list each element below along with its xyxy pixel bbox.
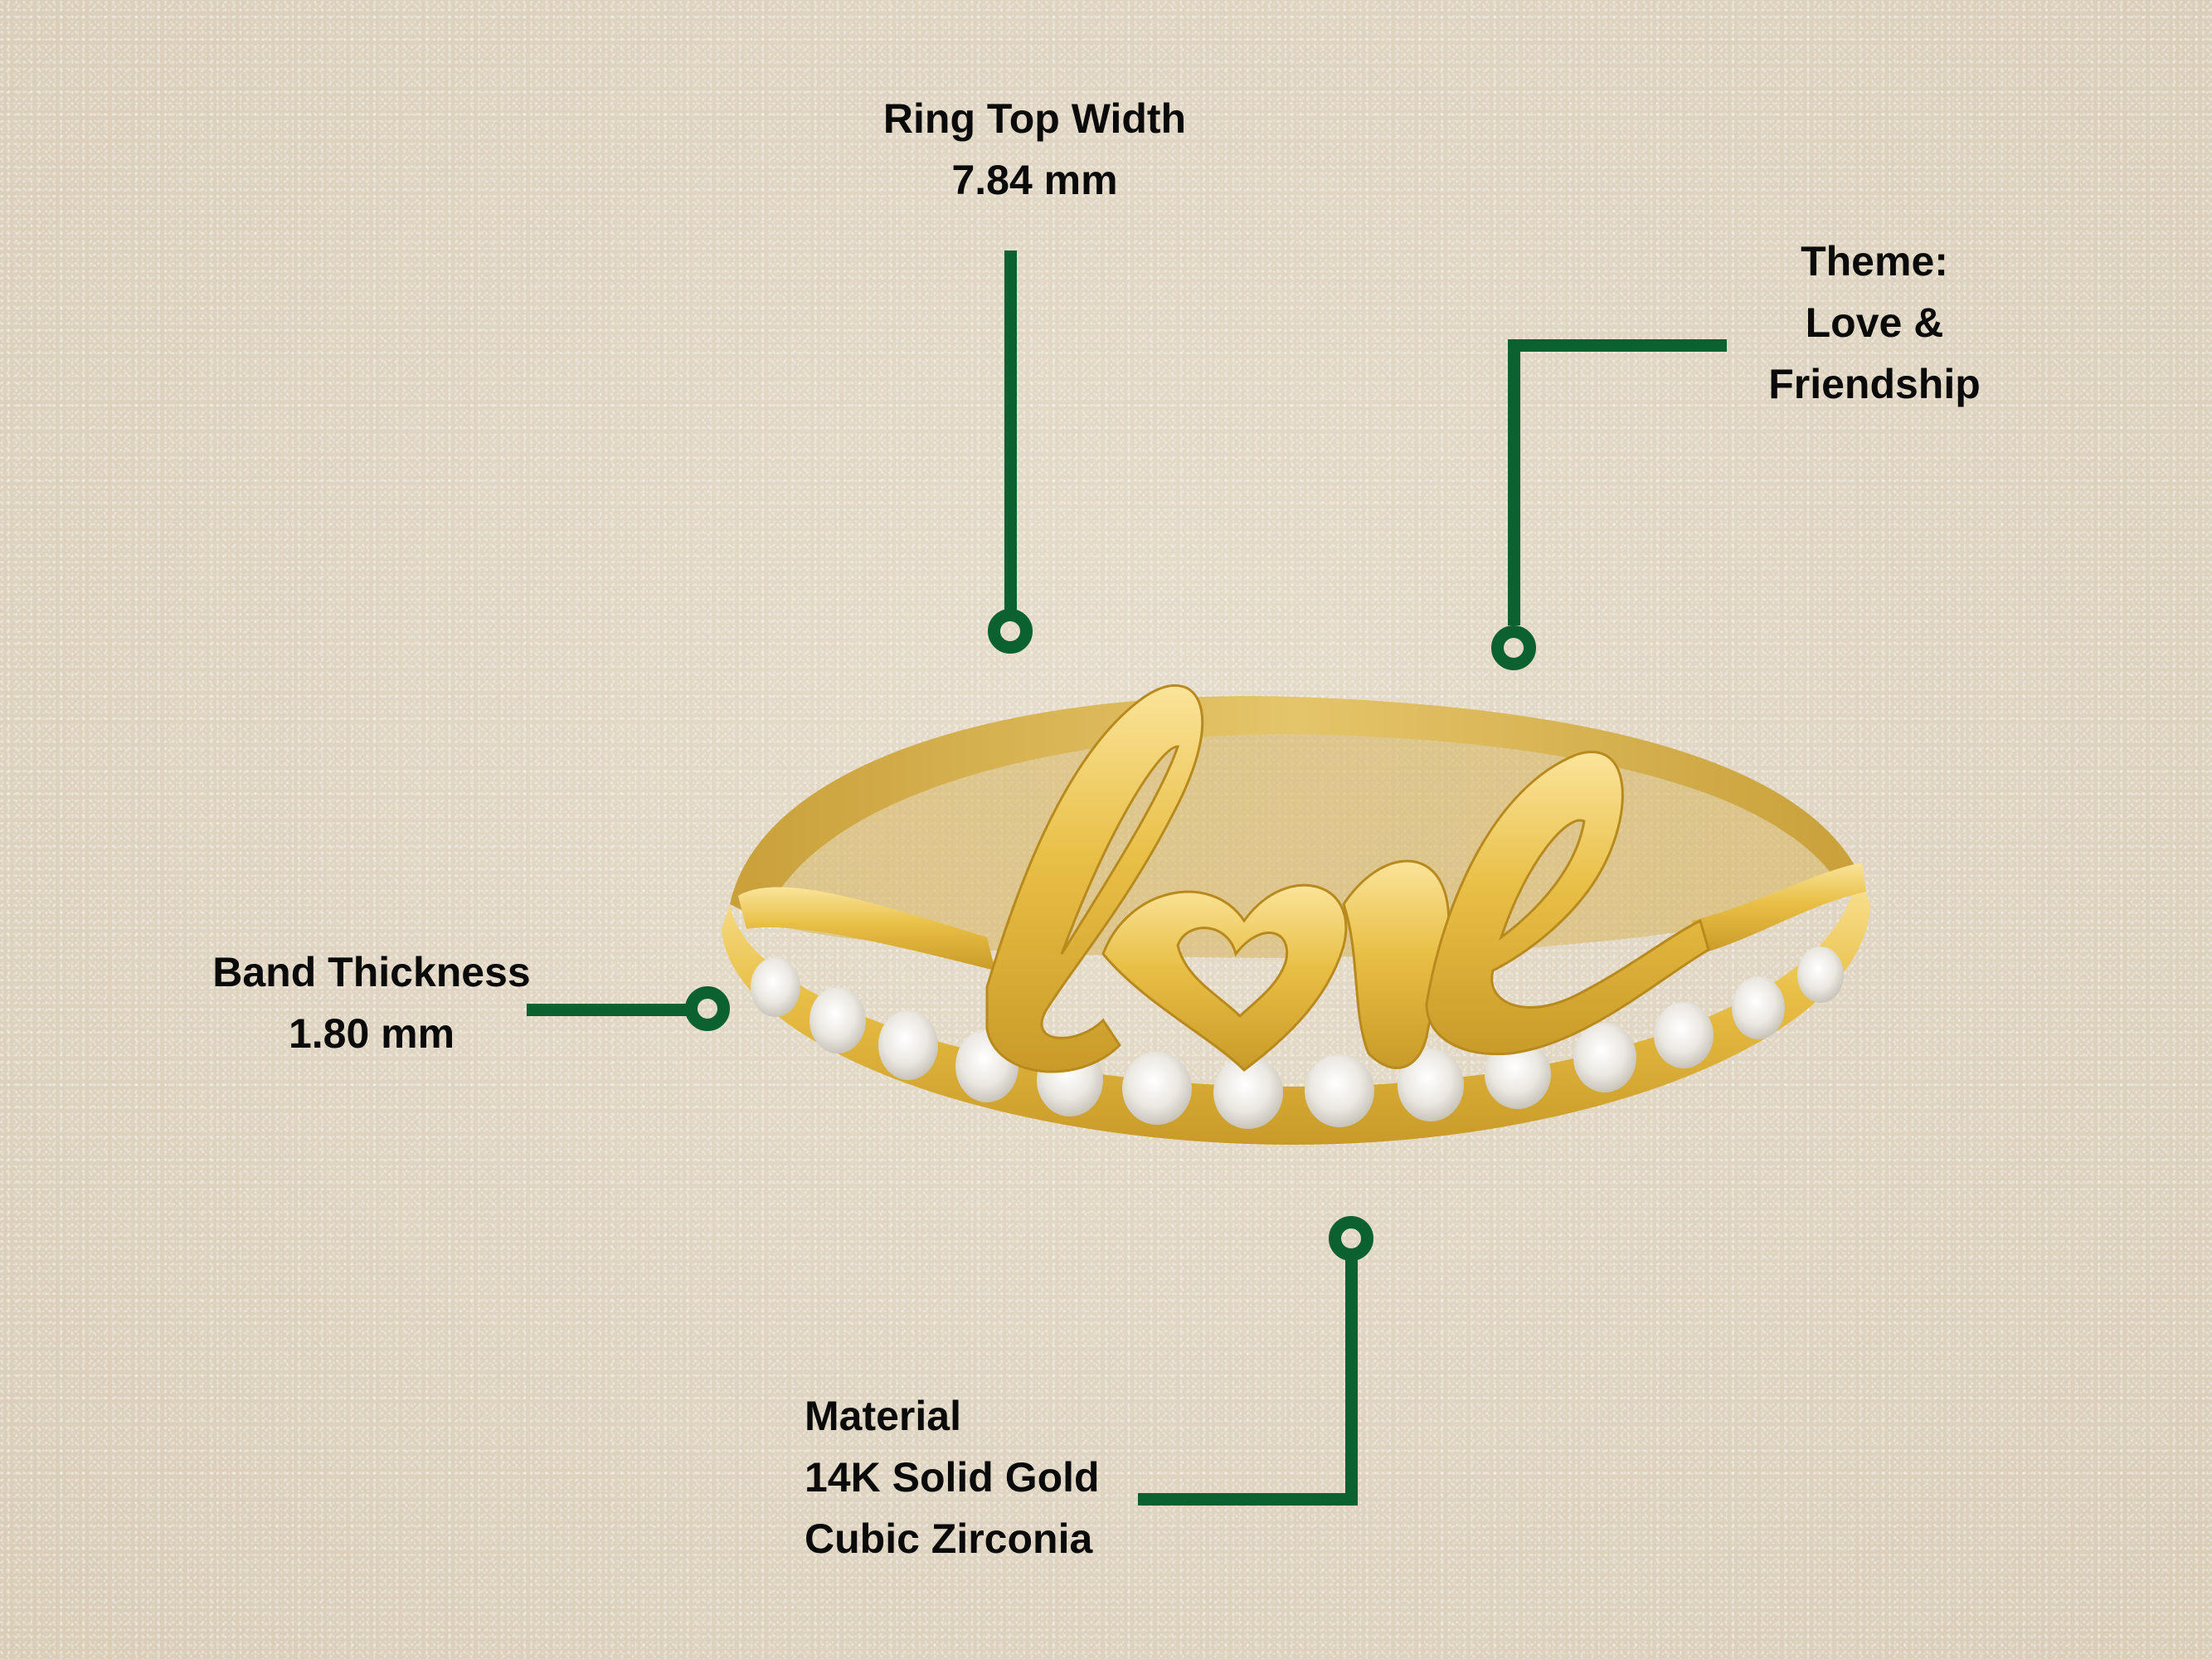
- theme-marker-dot: [1491, 625, 1536, 670]
- theme-leader-vertical: [1508, 339, 1520, 625]
- ring-upper-band: [738, 887, 995, 971]
- ring-top-width-leader-line: [1004, 251, 1017, 615]
- cubic-zirconia-stones: [751, 946, 1844, 1129]
- ring-band-back: [730, 696, 1858, 921]
- theme-line-1: Theme:: [1801, 238, 1948, 285]
- ring-top-width-label: Ring Top Width 7.84 mm: [829, 88, 1240, 211]
- material-leader-horizontal: [1138, 1493, 1358, 1506]
- theme-label: Theme: Love & Friendship: [1733, 231, 2015, 415]
- theme-line-2: Love &: [1805, 299, 1944, 346]
- ring-top-width-value: 7.84 mm: [951, 157, 1118, 203]
- material-title: Material: [805, 1393, 961, 1439]
- band-thickness-label: Band Thickness 1.80 mm: [189, 941, 554, 1064]
- band-thickness-leader-line: [527, 1004, 693, 1016]
- material-label: Material 14K Solid Gold Cubic Zirconia: [805, 1385, 1153, 1569]
- band-thickness-value: 1.80 mm: [288, 1010, 455, 1057]
- ring-top-width-title: Ring Top Width: [882, 95, 1187, 142]
- gold-love-ring-image: [722, 684, 1870, 1145]
- theme-line-3: Friendship: [1768, 361, 1981, 407]
- love-script-letters: [985, 684, 1710, 1073]
- band-thickness-marker-dot: [685, 986, 730, 1031]
- material-line-2: 14K Solid Gold: [805, 1454, 1100, 1501]
- material-leader-vertical: [1345, 1259, 1358, 1506]
- ring-top-width-marker-dot: [988, 609, 1033, 654]
- theme-leader-horizontal: [1508, 339, 1727, 352]
- material-marker-dot: [1329, 1216, 1373, 1261]
- band-thickness-title: Band Thickness: [212, 949, 531, 995]
- material-line-3: Cubic Zirconia: [805, 1515, 1093, 1562]
